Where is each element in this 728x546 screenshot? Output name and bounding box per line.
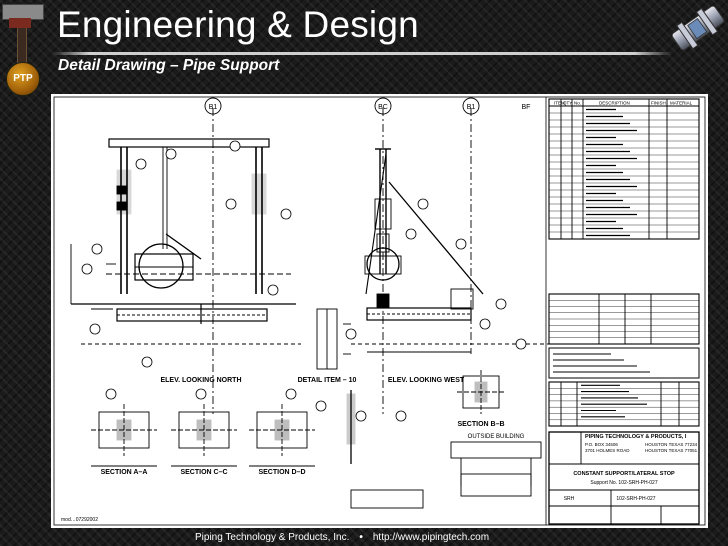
title-block-support-no: Support No. 102-SRH-PH-027 bbox=[590, 480, 657, 486]
file-reference: mod…07292002 bbox=[61, 517, 98, 523]
callout-balloon bbox=[89, 323, 101, 335]
title-underline bbox=[52, 52, 672, 55]
callout-balloon bbox=[229, 140, 241, 152]
callout-balloon bbox=[405, 228, 417, 240]
callout-balloon bbox=[81, 263, 93, 275]
detail-item-10-view bbox=[316, 308, 351, 370]
view-label-section-c: SECTION C–C bbox=[180, 469, 227, 476]
bom-header-finish: FINISH bbox=[651, 101, 666, 106]
detail-drawing: B1 BC B1 BF ELEV. LOOKING NORTH DETAIL I… bbox=[51, 94, 708, 528]
logo-hanger-rod bbox=[17, 28, 27, 68]
section-b-view bbox=[457, 370, 505, 414]
revision-table bbox=[548, 381, 700, 427]
view-label-section-a: SECTION A–A bbox=[101, 469, 148, 476]
callout-balloon bbox=[135, 158, 147, 170]
title-block-address-2: 3701 HOLMES ROAD bbox=[585, 448, 630, 453]
callout-balloon bbox=[345, 328, 357, 340]
slide-subtitle: Detail Drawing – Pipe Support bbox=[58, 57, 280, 74]
footer-url[interactable]: http://www.pipingtech.com bbox=[372, 532, 490, 543]
logo-badge: PTP bbox=[6, 62, 40, 96]
callout-balloon bbox=[455, 238, 467, 250]
grid-marker: BF bbox=[522, 104, 531, 111]
company-logo: PTP bbox=[0, 0, 52, 96]
grid-marker: BC bbox=[378, 104, 388, 111]
title-block bbox=[548, 431, 700, 525]
slide-footer: Piping Technology & Products, Inc. • http:… bbox=[0, 530, 728, 546]
drawing-canvas: B1 BC B1 BF ELEV. LOOKING NORTH DETAIL I… bbox=[53, 96, 706, 526]
grid-marker: B1 bbox=[467, 104, 476, 111]
callout-balloon bbox=[285, 388, 297, 400]
bom-header-qty: QTY bbox=[563, 101, 572, 106]
view-label-detail-10: DETAIL ITEM – 10 bbox=[298, 377, 357, 384]
footer-separator: • bbox=[359, 532, 363, 543]
elev-west-view bbox=[351, 97, 551, 414]
slide-header: PTP Engineering & Design Detail Drawing … bbox=[0, 0, 728, 96]
callout-balloon bbox=[105, 388, 117, 400]
section-a-view bbox=[91, 404, 157, 467]
slide-title: Engineering & Design bbox=[57, 4, 419, 45]
section-d-view bbox=[249, 404, 315, 467]
view-label-section-d: SECTION D–D bbox=[258, 469, 305, 476]
title-block-city-2: HOUSTON TEXAS 77051 bbox=[645, 448, 698, 453]
bom-header-description: DESCRIPTION bbox=[599, 101, 630, 106]
callout-balloon bbox=[91, 243, 103, 255]
view-label-elev-north: ELEV. LOOKING NORTH bbox=[160, 377, 241, 384]
callout-balloon bbox=[195, 388, 207, 400]
logo-clamp bbox=[9, 18, 31, 28]
outside-building-view bbox=[346, 390, 542, 497]
title-block-address-1: P.O. BOX 34506 bbox=[585, 442, 618, 447]
title-block-drawing-no: 102-SRH-PH-027 bbox=[616, 496, 655, 502]
callout-balloon bbox=[417, 198, 429, 210]
pipe-fitting-graphic bbox=[671, 5, 725, 51]
grid-marker: B1 bbox=[209, 104, 218, 111]
bom-header-material: MATERIAL bbox=[670, 101, 693, 106]
view-label-elev-west: ELEV. LOOKING WEST bbox=[388, 377, 465, 384]
section-c-view bbox=[171, 404, 237, 467]
callout-balloon bbox=[315, 400, 327, 412]
bom-header-no: No. bbox=[574, 101, 581, 106]
callout-balloon bbox=[515, 338, 527, 350]
callout-balloon bbox=[165, 148, 177, 160]
callout-balloon bbox=[141, 356, 153, 368]
support-note-box bbox=[350, 489, 424, 509]
view-label-section-b: SECTION B–B bbox=[457, 421, 504, 428]
callout-balloon bbox=[280, 208, 292, 220]
view-label-outside-building: OUTSIDE BUILDING bbox=[468, 434, 525, 440]
title-block-company: PIPING TECHNOLOGY & PRODUCTS, I bbox=[585, 434, 687, 440]
notes-block bbox=[548, 347, 700, 379]
callout-balloon bbox=[495, 298, 507, 310]
callout-balloon bbox=[395, 410, 407, 422]
bom-header-item: ITEM bbox=[554, 101, 565, 106]
title-block-support-type: CONSTANT SUPPORT/LATERAL STOP bbox=[573, 471, 675, 477]
callout-balloon bbox=[267, 284, 279, 296]
footer-company: Piping Technology & Products, Inc. bbox=[195, 532, 350, 543]
callout-balloon bbox=[355, 410, 367, 422]
callout-balloon bbox=[225, 198, 237, 210]
title-block-client: SRH bbox=[564, 496, 575, 502]
callout-balloon bbox=[479, 318, 491, 330]
elev-north-view bbox=[70, 97, 301, 414]
title-block-city-1: HOUSTON TEXAS 77234 bbox=[645, 442, 698, 447]
